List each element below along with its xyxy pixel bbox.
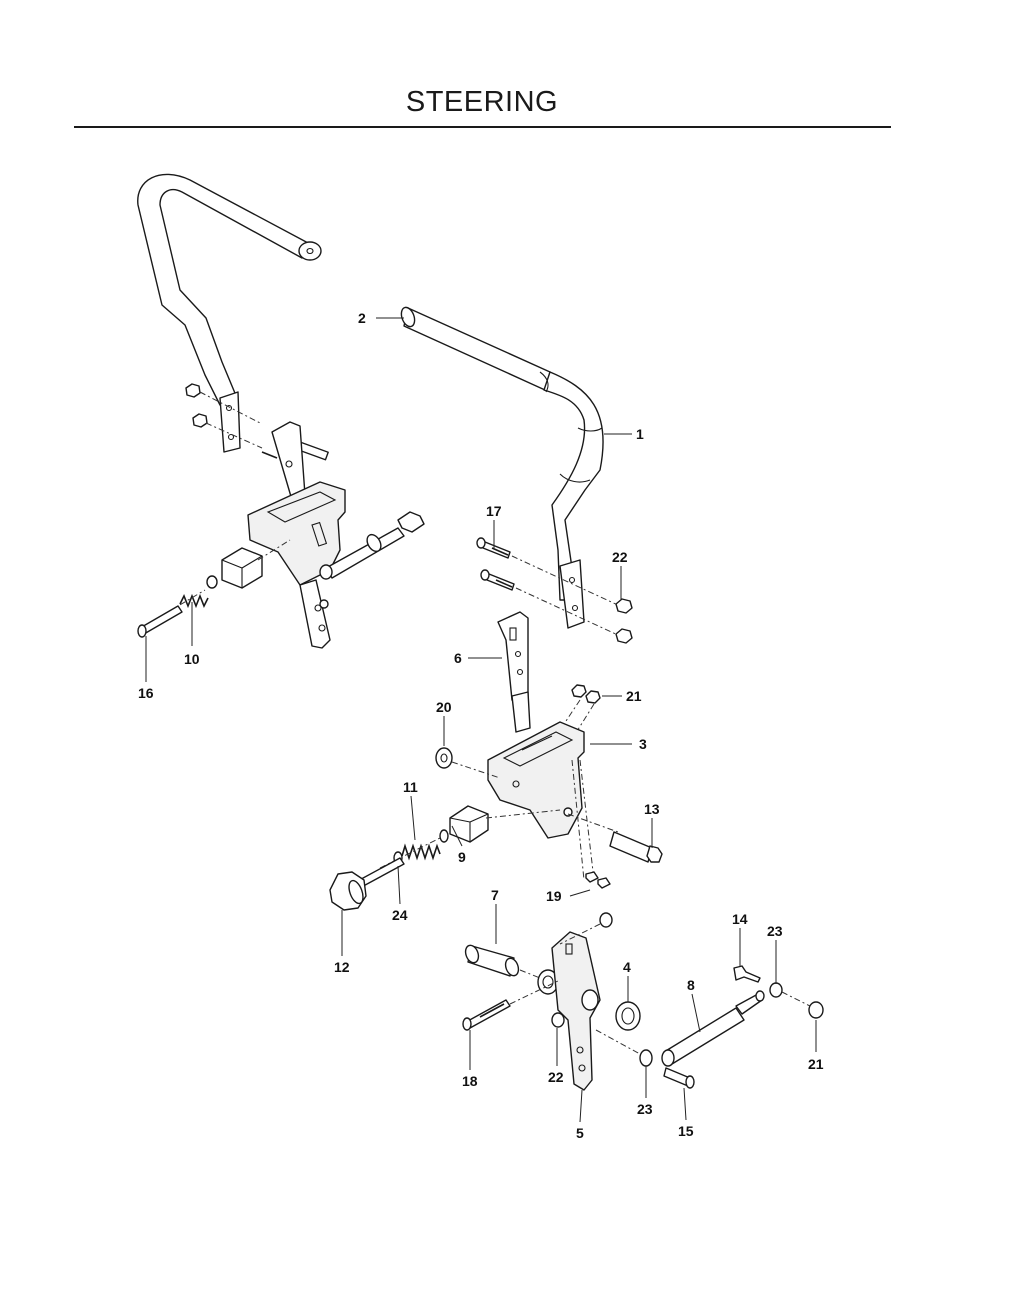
nut-22-lower xyxy=(615,628,633,644)
callout-23-lower: 23 xyxy=(637,1101,653,1117)
nut-21-right xyxy=(808,1001,824,1019)
washer xyxy=(439,829,449,843)
callout-8: 8 xyxy=(687,977,695,993)
rod-8 xyxy=(663,1007,745,1065)
callout-6: 6 xyxy=(454,650,462,666)
callout-10: 10 xyxy=(184,651,200,667)
bracket-3 xyxy=(487,721,585,839)
callout-11: 11 xyxy=(403,779,418,795)
nut-23-upper xyxy=(769,982,783,998)
left-washer xyxy=(206,575,218,589)
leader-lines xyxy=(145,317,817,1123)
callout-23: 23 xyxy=(767,923,783,939)
callout-17: 17 xyxy=(486,503,502,519)
left-handle-mount-plate xyxy=(219,391,241,453)
page-title: STEERING xyxy=(405,86,559,118)
handle-grip xyxy=(403,307,551,391)
left-nut-upper xyxy=(185,383,201,398)
nut-21-a xyxy=(571,684,587,698)
left-bracket xyxy=(247,481,346,586)
callout-9: 9 xyxy=(458,849,466,865)
screw-14 xyxy=(733,965,761,983)
callout-21-right: 21 xyxy=(808,1056,824,1072)
callout-22: 22 xyxy=(612,549,628,565)
callout-2: 2 xyxy=(358,310,366,326)
left-handle-end xyxy=(298,241,322,261)
callout-14: 14 xyxy=(732,911,748,927)
nut-20 xyxy=(435,747,453,769)
nut-23-lower xyxy=(639,1049,653,1067)
bushing-4 xyxy=(615,1001,641,1031)
callout-24: 24 xyxy=(392,907,408,923)
left-handle-tube xyxy=(137,173,311,406)
screw-19-b xyxy=(597,877,611,889)
callout-4: 4 xyxy=(623,959,631,975)
callout-13: 13 xyxy=(644,801,660,817)
handle-tube xyxy=(543,371,604,601)
nut-top-5 xyxy=(599,912,613,928)
callout-21: 21 xyxy=(626,688,642,704)
left-spring xyxy=(179,593,209,609)
callout-1: 1 xyxy=(636,426,644,442)
nut-22-upper xyxy=(615,598,633,614)
assembled-steering-lever-left xyxy=(137,173,425,649)
left-nut-lower xyxy=(192,413,208,428)
bolt-13 xyxy=(609,831,653,863)
nut-22-lower-b xyxy=(551,1012,565,1028)
left-rod-end xyxy=(397,511,425,533)
spacer-block-9 xyxy=(449,805,489,843)
handle-mount-plate xyxy=(559,559,585,629)
callout-20: 20 xyxy=(436,699,452,715)
callout-labels: 2 1 17 22 10 16 6 21 20 3 11 13 9 19 24 … xyxy=(138,310,824,1141)
callout-15: 15 xyxy=(678,1123,694,1139)
callout-12: 12 xyxy=(334,959,350,975)
left-pivot-nut xyxy=(319,564,333,580)
callout-3: 3 xyxy=(639,736,647,752)
screw-19-a xyxy=(585,871,599,883)
callout-16: 16 xyxy=(138,685,154,701)
lever-5 xyxy=(551,931,601,1091)
callout-19: 19 xyxy=(546,888,562,904)
nut-21-b xyxy=(585,690,601,704)
callout-5: 5 xyxy=(576,1125,584,1141)
callout-18: 18 xyxy=(462,1073,478,1089)
exploded-steering-lever-right xyxy=(329,306,824,1091)
callout-7: 7 xyxy=(491,887,499,903)
callout-22-lower: 22 xyxy=(548,1069,564,1085)
left-lower-lever xyxy=(299,579,331,649)
title-rule xyxy=(74,126,891,128)
